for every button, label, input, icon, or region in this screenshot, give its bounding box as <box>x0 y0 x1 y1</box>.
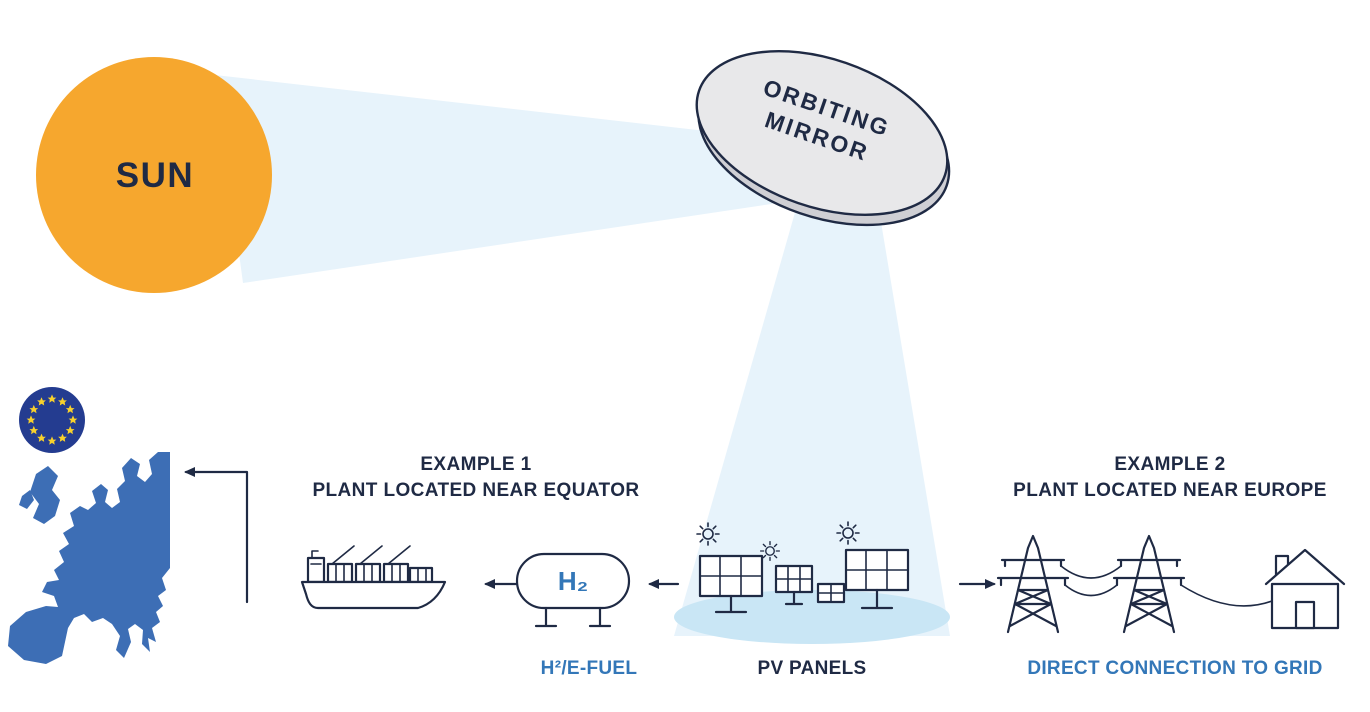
example1-title: EXAMPLE 1 <box>420 454 532 475</box>
mirror-to-ground-beam <box>674 202 950 636</box>
britain-island <box>30 466 60 524</box>
example1-label: EXAMPLE 1 PLANT LOCATED NEAR EQUATOR <box>288 452 664 504</box>
pv-panel-small <box>816 582 846 604</box>
eu-flag-icon <box>19 387 85 453</box>
pv-panels-icon <box>696 521 910 614</box>
pv-panel-middle <box>774 564 814 606</box>
cargo-ship-icon <box>300 545 447 610</box>
example1-subtitle: PLANT LOCATED NEAR EQUATOR <box>312 480 640 501</box>
example2-subtitle: PLANT LOCATED NEAR EUROPE <box>1013 480 1327 501</box>
pv-panel-right <box>844 548 910 610</box>
sun-icon <box>36 57 272 293</box>
transmission-tower-icon <box>996 534 1070 634</box>
h2-tank-icon: H₂ <box>515 552 631 628</box>
arrow-ship-to-europe <box>184 467 249 604</box>
h2-efuel-caption: H²/E-FUEL <box>540 658 638 679</box>
example2-label: EXAMPLE 2 PLANT LOCATED NEAR EUROPE <box>996 452 1344 504</box>
example2-title: EXAMPLE 2 <box>1114 454 1226 475</box>
h2-tank-label: H₂ <box>558 566 588 596</box>
europe-map <box>8 387 170 664</box>
ireland-island <box>19 490 34 509</box>
transmission-tower-icon <box>1112 534 1186 634</box>
power-line-to-house <box>1180 584 1273 607</box>
pv-panel-left <box>698 554 764 614</box>
sun-to-mirror-beam <box>215 75 798 283</box>
orbiting-mirror-icon <box>695 50 951 227</box>
grid-connection-caption: DIRECT CONNECTION TO GRID <box>1027 658 1323 679</box>
sun-label: SUN <box>115 156 195 195</box>
house-icon <box>1264 548 1346 630</box>
pv-panels-caption: PV PANELS <box>757 658 867 679</box>
ground-ellipse <box>674 590 950 644</box>
power-line <box>1060 565 1122 597</box>
